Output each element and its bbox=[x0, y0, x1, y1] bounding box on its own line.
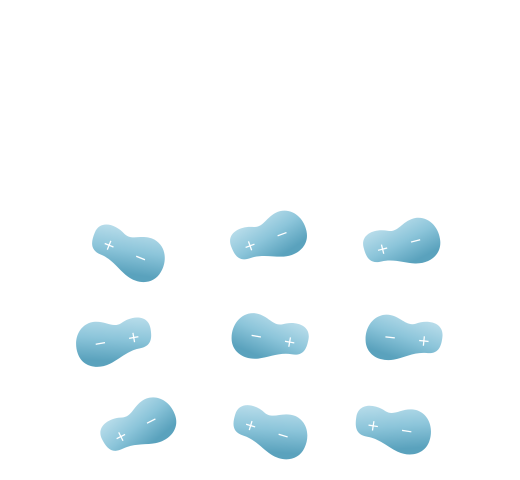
minus-sign: − bbox=[383, 328, 397, 347]
minus-sign: − bbox=[249, 326, 265, 346]
molecule-body bbox=[92, 224, 165, 283]
molecule-body bbox=[76, 317, 152, 367]
minus-sign: − bbox=[93, 333, 109, 353]
molecule-2-3: +− bbox=[365, 314, 443, 361]
molecule-body bbox=[233, 405, 308, 460]
molecule-2-1: +− bbox=[76, 317, 152, 367]
molecule-body bbox=[230, 210, 307, 260]
plus-sign: + bbox=[417, 331, 431, 350]
plus-sign: + bbox=[242, 415, 259, 436]
plus-sign: + bbox=[241, 235, 259, 256]
minus-sign: − bbox=[399, 421, 414, 441]
molecule-2-2: +− bbox=[231, 313, 309, 359]
plus-sign: + bbox=[126, 327, 142, 347]
plus-sign: + bbox=[374, 239, 391, 260]
minus-sign: − bbox=[273, 223, 291, 244]
plus-sign: + bbox=[366, 416, 381, 436]
molecule-1-1: +− bbox=[92, 224, 165, 283]
molecule-1-3: +− bbox=[363, 217, 441, 264]
plus-sign: + bbox=[100, 234, 118, 255]
plus-sign: + bbox=[282, 332, 298, 352]
molecule-3-3: +− bbox=[355, 405, 431, 455]
molecule-body bbox=[363, 217, 441, 264]
molecule-3-2: +− bbox=[233, 405, 308, 460]
molecule-1-2: +− bbox=[230, 210, 307, 260]
minus-sign: − bbox=[407, 230, 424, 251]
minus-sign: − bbox=[131, 247, 149, 268]
molecules-grid: +−+−+−+−+−+−+−+−+− bbox=[76, 210, 443, 460]
molecule-body bbox=[231, 313, 309, 359]
molecule-3-1: +− bbox=[100, 397, 177, 451]
minus-sign: − bbox=[275, 425, 292, 446]
molecule-body bbox=[100, 397, 177, 451]
molecule-body bbox=[365, 314, 443, 361]
molecule-body bbox=[355, 405, 431, 455]
